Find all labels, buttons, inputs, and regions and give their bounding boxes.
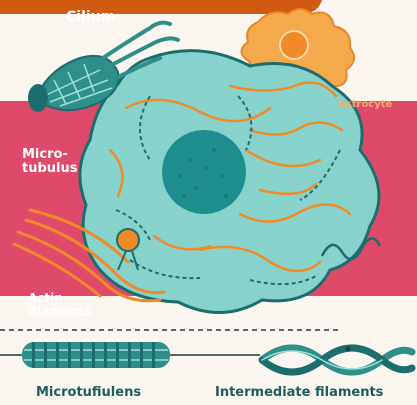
astrocyte-nucleus bbox=[280, 31, 308, 59]
astrocyte-label: Astrocyte bbox=[338, 100, 392, 111]
cilium-label: Cilium bbox=[66, 10, 115, 25]
nucleus bbox=[162, 130, 246, 214]
intermediate-filaments-rope bbox=[262, 348, 412, 372]
microtubulus-label: Micro- tubulus bbox=[22, 148, 77, 175]
microtubules-caption: Microtufiulens bbox=[36, 386, 141, 400]
microtubule-bundle bbox=[22, 342, 170, 368]
filament-dot bbox=[346, 347, 351, 352]
actin-filaments-label: Actin filaments bbox=[28, 292, 91, 317]
intermediate-filaments-caption: Intermediate filaments bbox=[215, 386, 383, 400]
